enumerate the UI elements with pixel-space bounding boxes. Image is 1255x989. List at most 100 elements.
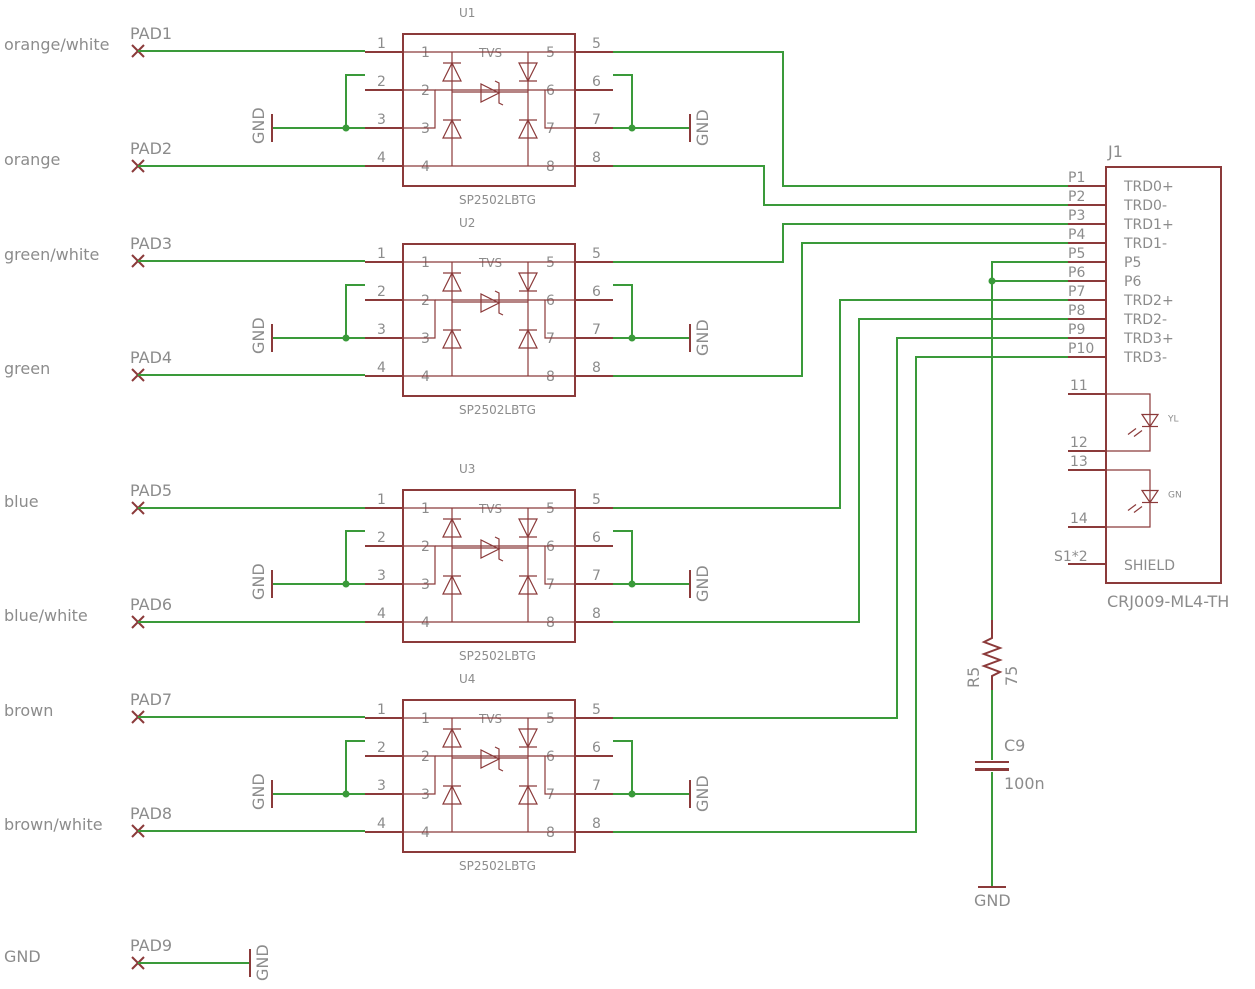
wire bbox=[613, 51, 1068, 187]
wire bbox=[613, 530, 633, 584]
led-lead bbox=[1106, 469, 1151, 528]
diode-body bbox=[518, 118, 538, 139]
pad-wire-label: green bbox=[4, 359, 50, 378]
pin-number-inner: 3 bbox=[421, 787, 430, 803]
pin-number-outer: 6 bbox=[592, 740, 601, 756]
connector-pin-name: TRD2+ bbox=[1123, 293, 1174, 309]
pin-number-inner: 2 bbox=[421, 749, 430, 765]
wire bbox=[613, 299, 1068, 509]
connector-pin-number: P8 bbox=[1068, 303, 1085, 319]
zener-body bbox=[480, 293, 501, 313]
pad-name: PAD9 bbox=[130, 936, 172, 955]
pin-number-outer: 5 bbox=[592, 702, 601, 718]
diode-body bbox=[442, 727, 462, 748]
connector-pin-number: P6 bbox=[1068, 265, 1085, 281]
wire bbox=[613, 242, 1068, 377]
connector-pin-name: P5 bbox=[1124, 255, 1141, 271]
gnd-label: GND bbox=[249, 317, 268, 354]
pin-number-inner: 2 bbox=[421, 539, 430, 555]
chip-center-label: TVS bbox=[478, 256, 502, 270]
gnd-label: GND bbox=[693, 319, 712, 356]
diode-body bbox=[518, 728, 538, 749]
pin-number-inner: 3 bbox=[421, 577, 430, 593]
chip-ref: U3 bbox=[459, 462, 475, 476]
wire bbox=[613, 223, 1068, 263]
connector-pin-name: TRD0- bbox=[1123, 198, 1167, 214]
pad-wire-label: blue bbox=[4, 492, 39, 511]
wire bbox=[613, 165, 1068, 206]
gnd-label: GND bbox=[249, 773, 268, 810]
pad-wire-label: brown bbox=[4, 701, 53, 720]
wire bbox=[991, 261, 1068, 620]
wire bbox=[613, 740, 633, 794]
chip-ref: U2 bbox=[459, 216, 475, 230]
junction-dot bbox=[342, 124, 350, 132]
pin-number-inner: 8 bbox=[546, 615, 555, 631]
pin-number-inner: 6 bbox=[546, 83, 555, 99]
chip-internal-line bbox=[544, 755, 575, 795]
diode-body bbox=[442, 784, 462, 805]
connector-pin-number: P4 bbox=[1068, 227, 1085, 243]
zener-bar bbox=[494, 746, 504, 772]
pin-number-outer: 8 bbox=[592, 150, 601, 166]
pin-number-outer: 6 bbox=[592, 284, 601, 300]
pad-wire-label: orange bbox=[4, 150, 60, 169]
pin-number-outer: 1 bbox=[377, 36, 386, 52]
connector-pin-name: TRD3+ bbox=[1123, 331, 1174, 347]
led-arrow bbox=[1133, 430, 1143, 437]
led-body bbox=[1140, 413, 1160, 428]
connector-shield-name: SHIELD bbox=[1124, 558, 1175, 574]
pin-number-outer: 6 bbox=[592, 74, 601, 90]
junction-dot bbox=[628, 580, 636, 588]
led-arrow bbox=[1127, 504, 1137, 511]
gnd-label: GND bbox=[693, 565, 712, 602]
pin-number-outer: 4 bbox=[377, 150, 386, 166]
connector-pin-number: 11 bbox=[1070, 378, 1088, 394]
diode-body bbox=[442, 517, 462, 538]
pin-number-outer: 3 bbox=[377, 112, 386, 128]
wire bbox=[613, 284, 633, 338]
junction-dot bbox=[628, 790, 636, 798]
pin-number-inner: 6 bbox=[546, 293, 555, 309]
led-body bbox=[1140, 489, 1160, 504]
connector-pin-name: P6 bbox=[1124, 274, 1141, 290]
pad-wire-label: orange/white bbox=[4, 35, 110, 54]
wire bbox=[345, 74, 365, 128]
pin-number-inner: 7 bbox=[546, 121, 555, 137]
pin-number-inner: 6 bbox=[546, 539, 555, 555]
pin-number-outer: 4 bbox=[377, 816, 386, 832]
chip-center-label: TVS bbox=[478, 502, 502, 516]
pin-number-inner: 4 bbox=[421, 159, 430, 175]
pad-name: PAD2 bbox=[130, 139, 172, 158]
chip-internal-line bbox=[403, 755, 436, 795]
capacitor-ref: C9 bbox=[1004, 736, 1025, 755]
pin-number-outer: 1 bbox=[377, 246, 386, 262]
pad-wire-label: brown/white bbox=[4, 815, 103, 834]
gnd-label: GND bbox=[253, 944, 272, 981]
diode-body bbox=[442, 271, 462, 292]
gnd-label: GND bbox=[249, 563, 268, 600]
pad-wire-label: green/white bbox=[4, 245, 99, 264]
pin-number-outer: 5 bbox=[592, 492, 601, 508]
led-indicator: GN bbox=[1106, 469, 1182, 528]
junction-dot bbox=[628, 334, 636, 342]
pad-name: PAD3 bbox=[130, 234, 172, 253]
gnd-label: GND bbox=[693, 775, 712, 812]
diode-body bbox=[442, 61, 462, 82]
diode-body bbox=[518, 328, 538, 349]
pin-number-outer: 7 bbox=[592, 112, 601, 128]
led-indicator: YL bbox=[1106, 393, 1179, 452]
gnd-label: GND bbox=[693, 109, 712, 146]
diode-body bbox=[518, 784, 538, 805]
diode-body bbox=[442, 328, 462, 349]
connector-pin-number: 13 bbox=[1070, 454, 1088, 470]
